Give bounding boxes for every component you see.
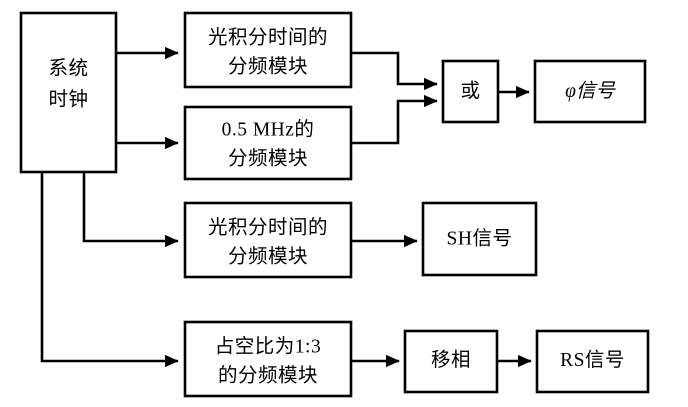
system-clock-box: [19, 11, 118, 174]
duty-divider-label-line1: 占空比为1:3: [215, 335, 321, 357]
integration-divider-2-box: [183, 201, 353, 279]
node-system-clock: 系统 时钟: [19, 11, 118, 174]
duty-divider-label-line2: 的分频模块: [218, 364, 318, 386]
node-rs-signal: RS信号: [535, 329, 650, 394]
integration-divider-2-label-line2: 分频模块: [228, 245, 308, 267]
connector-clock-to-duty-divider: [40, 172, 179, 368]
node-phase-shift: 移相: [403, 329, 499, 394]
node-phi-signal: φ信号: [533, 59, 647, 124]
rs-signal-label: RS信号: [560, 349, 625, 371]
node-or-gate: 或: [441, 59, 500, 124]
phi-signal-box: [533, 59, 647, 124]
mhz-divider-label-line1: 0.5 MHz的: [222, 118, 315, 140]
node-duty-divider: 占空比为1:3 的分频模块: [183, 320, 353, 398]
phi-signal-label: φ信号: [565, 80, 616, 102]
phase-shift-label: 移相: [431, 349, 471, 371]
integration-divider-2-label-line1: 光积分时间的: [208, 216, 328, 238]
integration-divider-1-label-line2: 分频模块: [228, 55, 308, 77]
phase-shift-box: [403, 329, 499, 394]
connector-mhz-divider-to-or-gate: [351, 94, 438, 145]
sh-signal-box: [421, 201, 538, 277]
node-mhz-divider: 0.5 MHz的 分频模块: [183, 105, 353, 181]
node-integration-divider-1: 光积分时间的 分频模块: [183, 11, 353, 89]
node-integration-divider-2: 光积分时间的 分频模块: [183, 201, 353, 279]
connector-clock-to-integration-divider-2: [82, 172, 179, 248]
integration-divider-1-box: [183, 11, 353, 89]
node-sh-signal: SH信号: [421, 201, 538, 277]
or-gate-box: [441, 59, 500, 124]
system-clock-label-line2: 时钟: [48, 88, 88, 110]
integration-divider-1-label-line1: 光积分时间的: [208, 26, 328, 48]
duty-divider-box: [183, 320, 353, 398]
mhz-divider-label-line2: 分频模块: [228, 147, 308, 169]
rs-signal-box: [535, 329, 650, 394]
mhz-divider-box: [183, 105, 353, 181]
system-clock-label-line1: 系统: [48, 57, 88, 79]
connector-integration-divider-1-to-or-gate: [351, 51, 438, 91]
or-gate-label: 或: [460, 80, 480, 102]
sh-signal-label: SH信号: [447, 227, 513, 249]
